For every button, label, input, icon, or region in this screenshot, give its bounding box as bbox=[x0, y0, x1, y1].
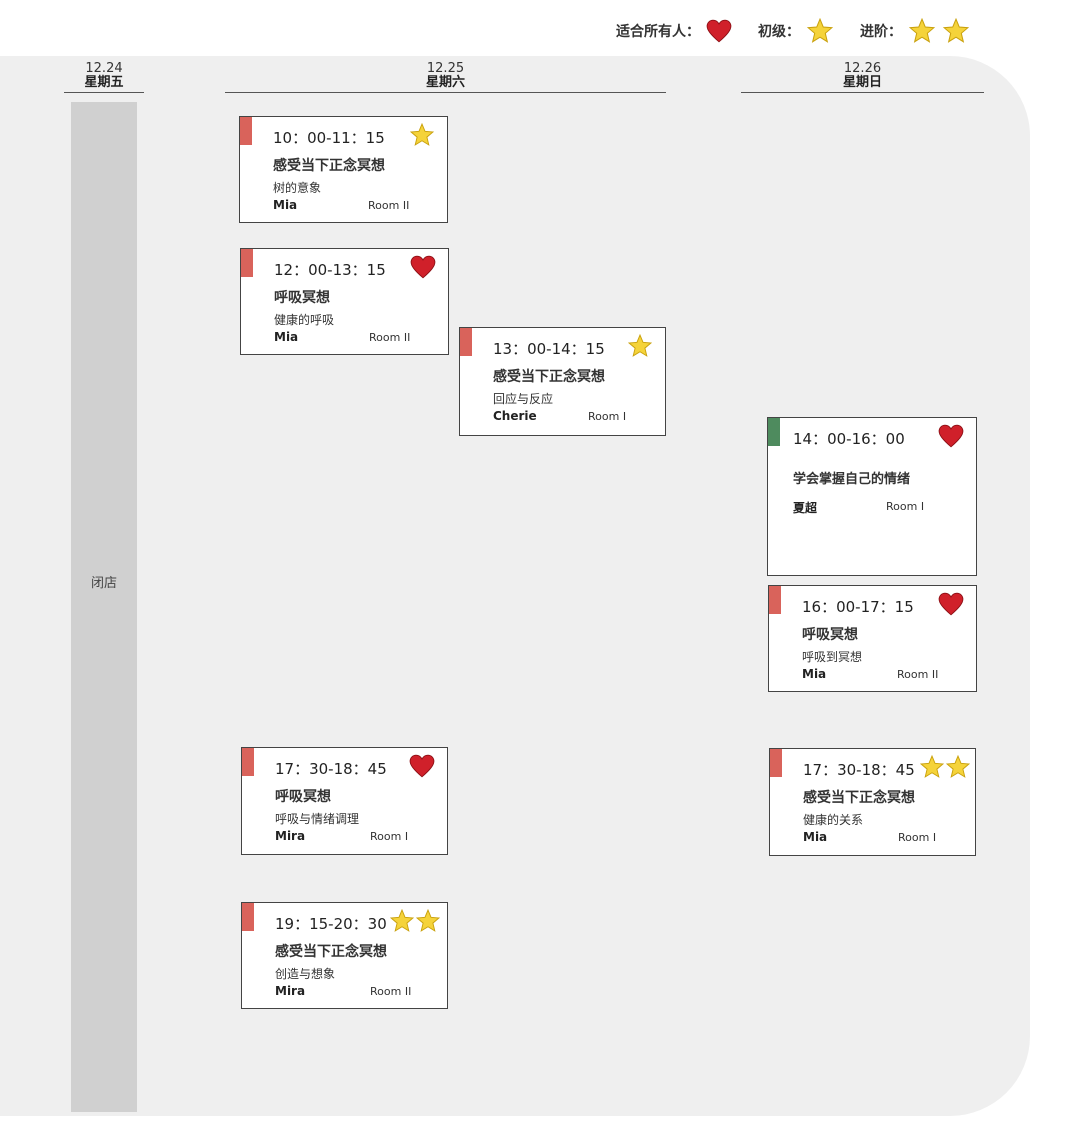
color-bar bbox=[770, 749, 782, 777]
session-title: 感受当下正念冥想 bbox=[275, 944, 387, 960]
day-date: 12.24 bbox=[85, 61, 123, 76]
session-card[interactable]: 17：30-18：45 呼吸冥想 呼吸与情绪调理 Mira Room I bbox=[241, 747, 448, 855]
star-icon bbox=[945, 755, 971, 778]
session-room: Room I bbox=[886, 500, 925, 513]
session-subtitle: 健康的呼吸 bbox=[274, 313, 335, 327]
legend-advanced: 进阶： bbox=[860, 18, 970, 44]
star-icon bbox=[415, 909, 441, 932]
session-time: 16：00-17：15 bbox=[802, 598, 914, 616]
legend-all-label: 适合所有人： bbox=[616, 24, 700, 40]
session-room: Room I bbox=[898, 831, 937, 844]
session-title: 呼吸冥想 bbox=[275, 789, 331, 805]
session-time: 14：00-16：00 bbox=[793, 430, 905, 448]
star-icon bbox=[409, 123, 435, 146]
color-bar bbox=[460, 328, 472, 356]
session-room: Room I bbox=[588, 410, 627, 423]
color-bar bbox=[242, 748, 254, 776]
level-icons bbox=[627, 334, 653, 358]
closed-day-bar: 闭店 bbox=[71, 102, 137, 1112]
session-host: Mia bbox=[802, 667, 827, 681]
day-weekday: 星期日 bbox=[842, 75, 882, 90]
level-icons bbox=[938, 424, 964, 448]
star-icon bbox=[919, 755, 945, 778]
star-icon bbox=[627, 334, 653, 357]
heart-icon bbox=[706, 19, 732, 43]
day-header-sat: 12.25 星期六 bbox=[225, 62, 666, 93]
day-weekday: 星期五 bbox=[84, 75, 124, 90]
color-bar bbox=[240, 117, 252, 145]
session-title: 感受当下正念冥想 bbox=[493, 369, 605, 385]
session-time: 17：30-18：45 bbox=[803, 761, 915, 779]
level-icons bbox=[389, 909, 441, 933]
session-host: Mira bbox=[275, 829, 306, 843]
session-subtitle: 回应与反应 bbox=[493, 392, 554, 406]
session-subtitle: 创造与想象 bbox=[275, 967, 336, 981]
session-card[interactable]: 16：00-17：15 呼吸冥想 呼吸到冥想 Mia Room II bbox=[768, 585, 977, 692]
session-room: Room II bbox=[369, 331, 411, 344]
day-date: 12.25 bbox=[426, 61, 465, 76]
session-room: Room II bbox=[368, 199, 410, 212]
session-title: 呼吸冥想 bbox=[274, 290, 330, 306]
session-host: Mia bbox=[274, 330, 299, 344]
level-icons bbox=[409, 754, 435, 778]
session-time: 17：30-18：45 bbox=[275, 760, 387, 778]
session-room: Room II bbox=[370, 985, 412, 998]
day-date: 12.26 bbox=[843, 61, 882, 76]
session-title: 感受当下正念冥想 bbox=[273, 158, 385, 174]
day-header-sun: 12.26 星期日 bbox=[741, 62, 984, 93]
heart-icon bbox=[938, 424, 964, 448]
session-time: 13：00-14：15 bbox=[493, 340, 605, 358]
session-card[interactable]: 17：30-18：45 感受当下正念冥想 健康的关系 Mia Room I bbox=[769, 748, 976, 856]
heart-icon bbox=[938, 592, 964, 616]
session-card[interactable]: 13：00-14：15 感受当下正念冥想 回应与反应 Cherie Room I bbox=[459, 327, 666, 436]
level-icons bbox=[409, 123, 435, 147]
color-bar bbox=[241, 249, 253, 277]
session-subtitle: 树的意象 bbox=[273, 181, 322, 195]
legend: 适合所有人： 初级： 进阶： bbox=[590, 18, 970, 44]
color-bar bbox=[242, 903, 254, 931]
session-card[interactable]: 14：00-16：00 学会掌握自己的情绪 夏超 Room I bbox=[767, 417, 977, 576]
session-host: Mia bbox=[803, 830, 828, 844]
star-icon bbox=[806, 18, 834, 43]
closed-label: 闭店 bbox=[90, 576, 117, 591]
session-card[interactable]: 19：15-20：30 感受当下正念冥想 创造与想象 Mira Room II bbox=[241, 902, 448, 1009]
session-host: Cherie bbox=[493, 409, 537, 423]
color-bar bbox=[768, 418, 780, 446]
heart-icon bbox=[409, 754, 435, 778]
session-time: 19：15-20：30 bbox=[275, 915, 387, 933]
star-icon bbox=[908, 18, 936, 43]
color-bar bbox=[769, 586, 781, 614]
session-subtitle: 呼吸到冥想 bbox=[802, 650, 863, 664]
session-card[interactable]: 12：00-13：15 呼吸冥想 健康的呼吸 Mia Room II bbox=[240, 248, 449, 355]
session-room: Room I bbox=[370, 830, 409, 843]
session-time: 12：00-13：15 bbox=[274, 261, 386, 279]
heart-icon bbox=[410, 255, 436, 279]
session-host: Mia bbox=[273, 198, 298, 212]
day-weekday: 星期六 bbox=[425, 75, 465, 90]
session-host: Mira bbox=[275, 984, 306, 998]
session-title: 学会掌握自己的情绪 bbox=[793, 472, 911, 487]
legend-all: 适合所有人： bbox=[616, 19, 732, 43]
session-subtitle: 呼吸与情绪调理 bbox=[275, 812, 360, 826]
legend-beginner: 初级： bbox=[758, 18, 834, 44]
legend-advanced-label: 进阶： bbox=[860, 24, 902, 40]
session-subtitle: 健康的关系 bbox=[803, 813, 864, 827]
session-host: 夏超 bbox=[793, 501, 818, 515]
session-card[interactable]: 10：00-11：15 感受当下正念冥想 树的意象 Mia Room II bbox=[239, 116, 448, 223]
session-room: Room II bbox=[897, 668, 939, 681]
level-icons bbox=[919, 755, 971, 779]
star-icon bbox=[389, 909, 415, 932]
level-icons bbox=[410, 255, 436, 279]
star-icon bbox=[942, 18, 970, 43]
session-time: 10：00-11：15 bbox=[273, 129, 385, 147]
level-icons bbox=[938, 592, 964, 616]
session-title: 呼吸冥想 bbox=[802, 627, 858, 643]
legend-beginner-label: 初级： bbox=[758, 24, 800, 40]
session-title: 感受当下正念冥想 bbox=[803, 790, 915, 806]
day-header-fri: 12.24 星期五 bbox=[64, 62, 144, 93]
